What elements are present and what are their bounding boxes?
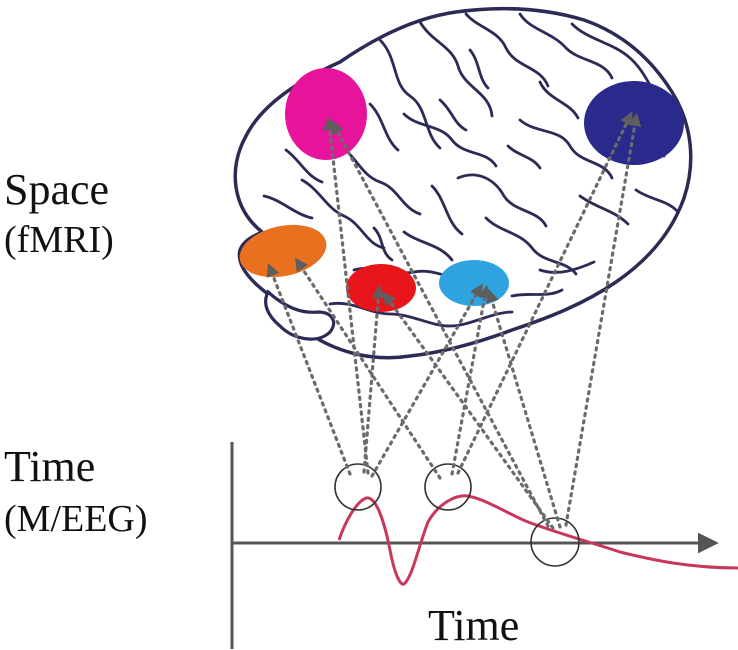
connector-magenta-t3 xyxy=(331,120,550,528)
connector-navy-t3 xyxy=(564,112,642,527)
time-axis-label: Time xyxy=(428,601,520,650)
connector-magenta-t1 xyxy=(323,116,370,475)
region-blue xyxy=(439,260,509,306)
connector-blue-t3 xyxy=(485,288,562,529)
brain-regions xyxy=(239,68,684,312)
meeg-label: (M/EEG) xyxy=(4,498,148,540)
region-magenta xyxy=(285,68,367,160)
fmri-label: (fMRI) xyxy=(4,219,114,261)
connector-orange-t2 xyxy=(295,257,442,480)
time-point-markers xyxy=(334,463,580,567)
connectors xyxy=(266,111,642,530)
connector-red-t3 xyxy=(382,291,555,530)
brain-outline xyxy=(233,6,693,360)
meg-signal-curve xyxy=(337,494,738,586)
connector-navy-t2 xyxy=(456,111,633,475)
region-red xyxy=(346,264,416,312)
time-axes xyxy=(230,442,719,649)
connector-orange-t1 xyxy=(266,262,352,476)
cerebellum xyxy=(264,289,336,341)
connector-blue-t1 xyxy=(370,283,483,478)
connector-blue-t2 xyxy=(450,284,492,476)
time-point-2 xyxy=(424,463,472,511)
time-point-1 xyxy=(334,463,382,511)
space-label: Space xyxy=(4,165,110,214)
brain xyxy=(233,6,693,360)
time-label: Time xyxy=(4,442,96,491)
time-point-3 xyxy=(530,517,580,567)
brain-folds xyxy=(262,12,680,328)
connector-red-t1 xyxy=(362,284,386,474)
